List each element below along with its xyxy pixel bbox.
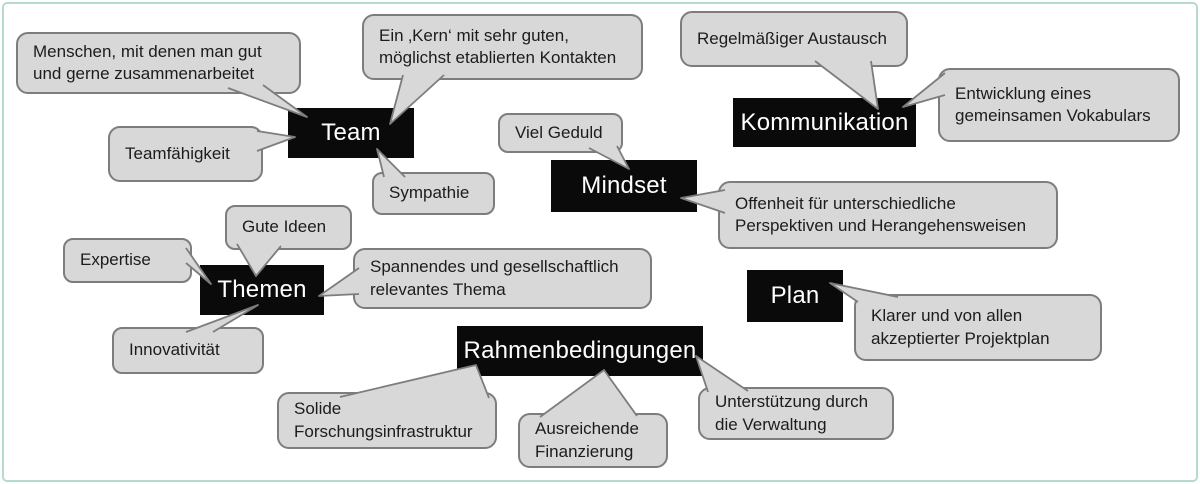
callout-viel-geduld-text: Viel Geduld [515, 122, 603, 142]
callout-teamfaehigkeit-text: Teamfähigkeit [125, 143, 230, 163]
callout-projektplan: Klarer und von allen akzeptierter Projek… [854, 294, 1102, 361]
callout-spannendes-thema: Spannendes und gesellschaftlich relevant… [353, 248, 652, 309]
callout-menschen-text: Menschen, mit denen man gut und gerne zu… [33, 41, 262, 83]
callout-sympathie-text: Sympathie [389, 183, 470, 203]
callout-entwicklung-vokabular-text: Entwicklung eines gemeinsamen Vokabulars [955, 83, 1151, 125]
callout-entwicklung-vokabular: Entwicklung eines gemeinsamen Vokabulars [938, 68, 1180, 142]
tail-ausreichende-rahmen [539, 369, 638, 418]
callout-kern-text: Ein ‚Kern‘ mit sehr guten, möglichst eta… [379, 25, 617, 67]
callout-gute-ideen-text: Gute Ideen [242, 217, 327, 237]
node-plan: Plan [747, 270, 843, 322]
callout-finanzierung-text: Ausreichende Finanzierung [535, 419, 639, 461]
callout-expertise-text: Expertise [80, 250, 151, 270]
callout-verwaltung: Unterstützung durch die Verwaltung [698, 387, 894, 440]
callout-projektplan-text: Klarer und von allen akzeptierter Projek… [871, 306, 1050, 348]
callout-gute-ideen: Gute Ideen [225, 205, 352, 250]
callout-menschen: Menschen, mit denen man gut und gerne zu… [16, 32, 301, 94]
callout-viel-geduld: Viel Geduld [498, 113, 623, 153]
node-rahmenbedingungen: Rahmenbedingungen [457, 326, 703, 376]
callout-sympathie: Sympathie [372, 172, 495, 215]
callout-regelmaessiger-austausch: Regelmäßiger Austausch [680, 11, 908, 67]
callout-finanzierung: Ausreichende Finanzierung [518, 413, 668, 468]
callout-teamfaehigkeit: Teamfähigkeit [108, 126, 263, 182]
callout-innovativitaet: Innovativität [112, 327, 264, 374]
node-mindset: Mindset [551, 160, 697, 212]
callout-offenheit: Offenheit für unterschiedliche Perspekti… [718, 181, 1058, 249]
callout-offenheit-text: Offenheit für unterschiedliche Perspekti… [735, 193, 1027, 235]
node-themen: Themen [200, 265, 324, 315]
callout-expertise: Expertise [63, 238, 192, 283]
callout-regelmaessiger-austausch-text: Regelmäßiger Austausch [697, 28, 887, 48]
callout-innovativitaet-text: Innovativität [129, 340, 220, 360]
callout-forschungsinfrastruktur: Solide Forschungsinfrastruktur [277, 392, 497, 449]
callout-verwaltung-text: Unterstützung durch die Verwaltung [715, 392, 869, 434]
callout-forschungsinfrastruktur-text: Solide Forschungsinfrastruktur [294, 399, 473, 441]
callout-spannendes-thema-text: Spannendes und gesellschaftlich relevant… [370, 257, 619, 299]
node-team: Team [288, 108, 414, 158]
node-kommunikation: Kommunikation [733, 98, 916, 147]
callout-kern: Ein ‚Kern‘ mit sehr guten, möglichst eta… [362, 14, 643, 80]
